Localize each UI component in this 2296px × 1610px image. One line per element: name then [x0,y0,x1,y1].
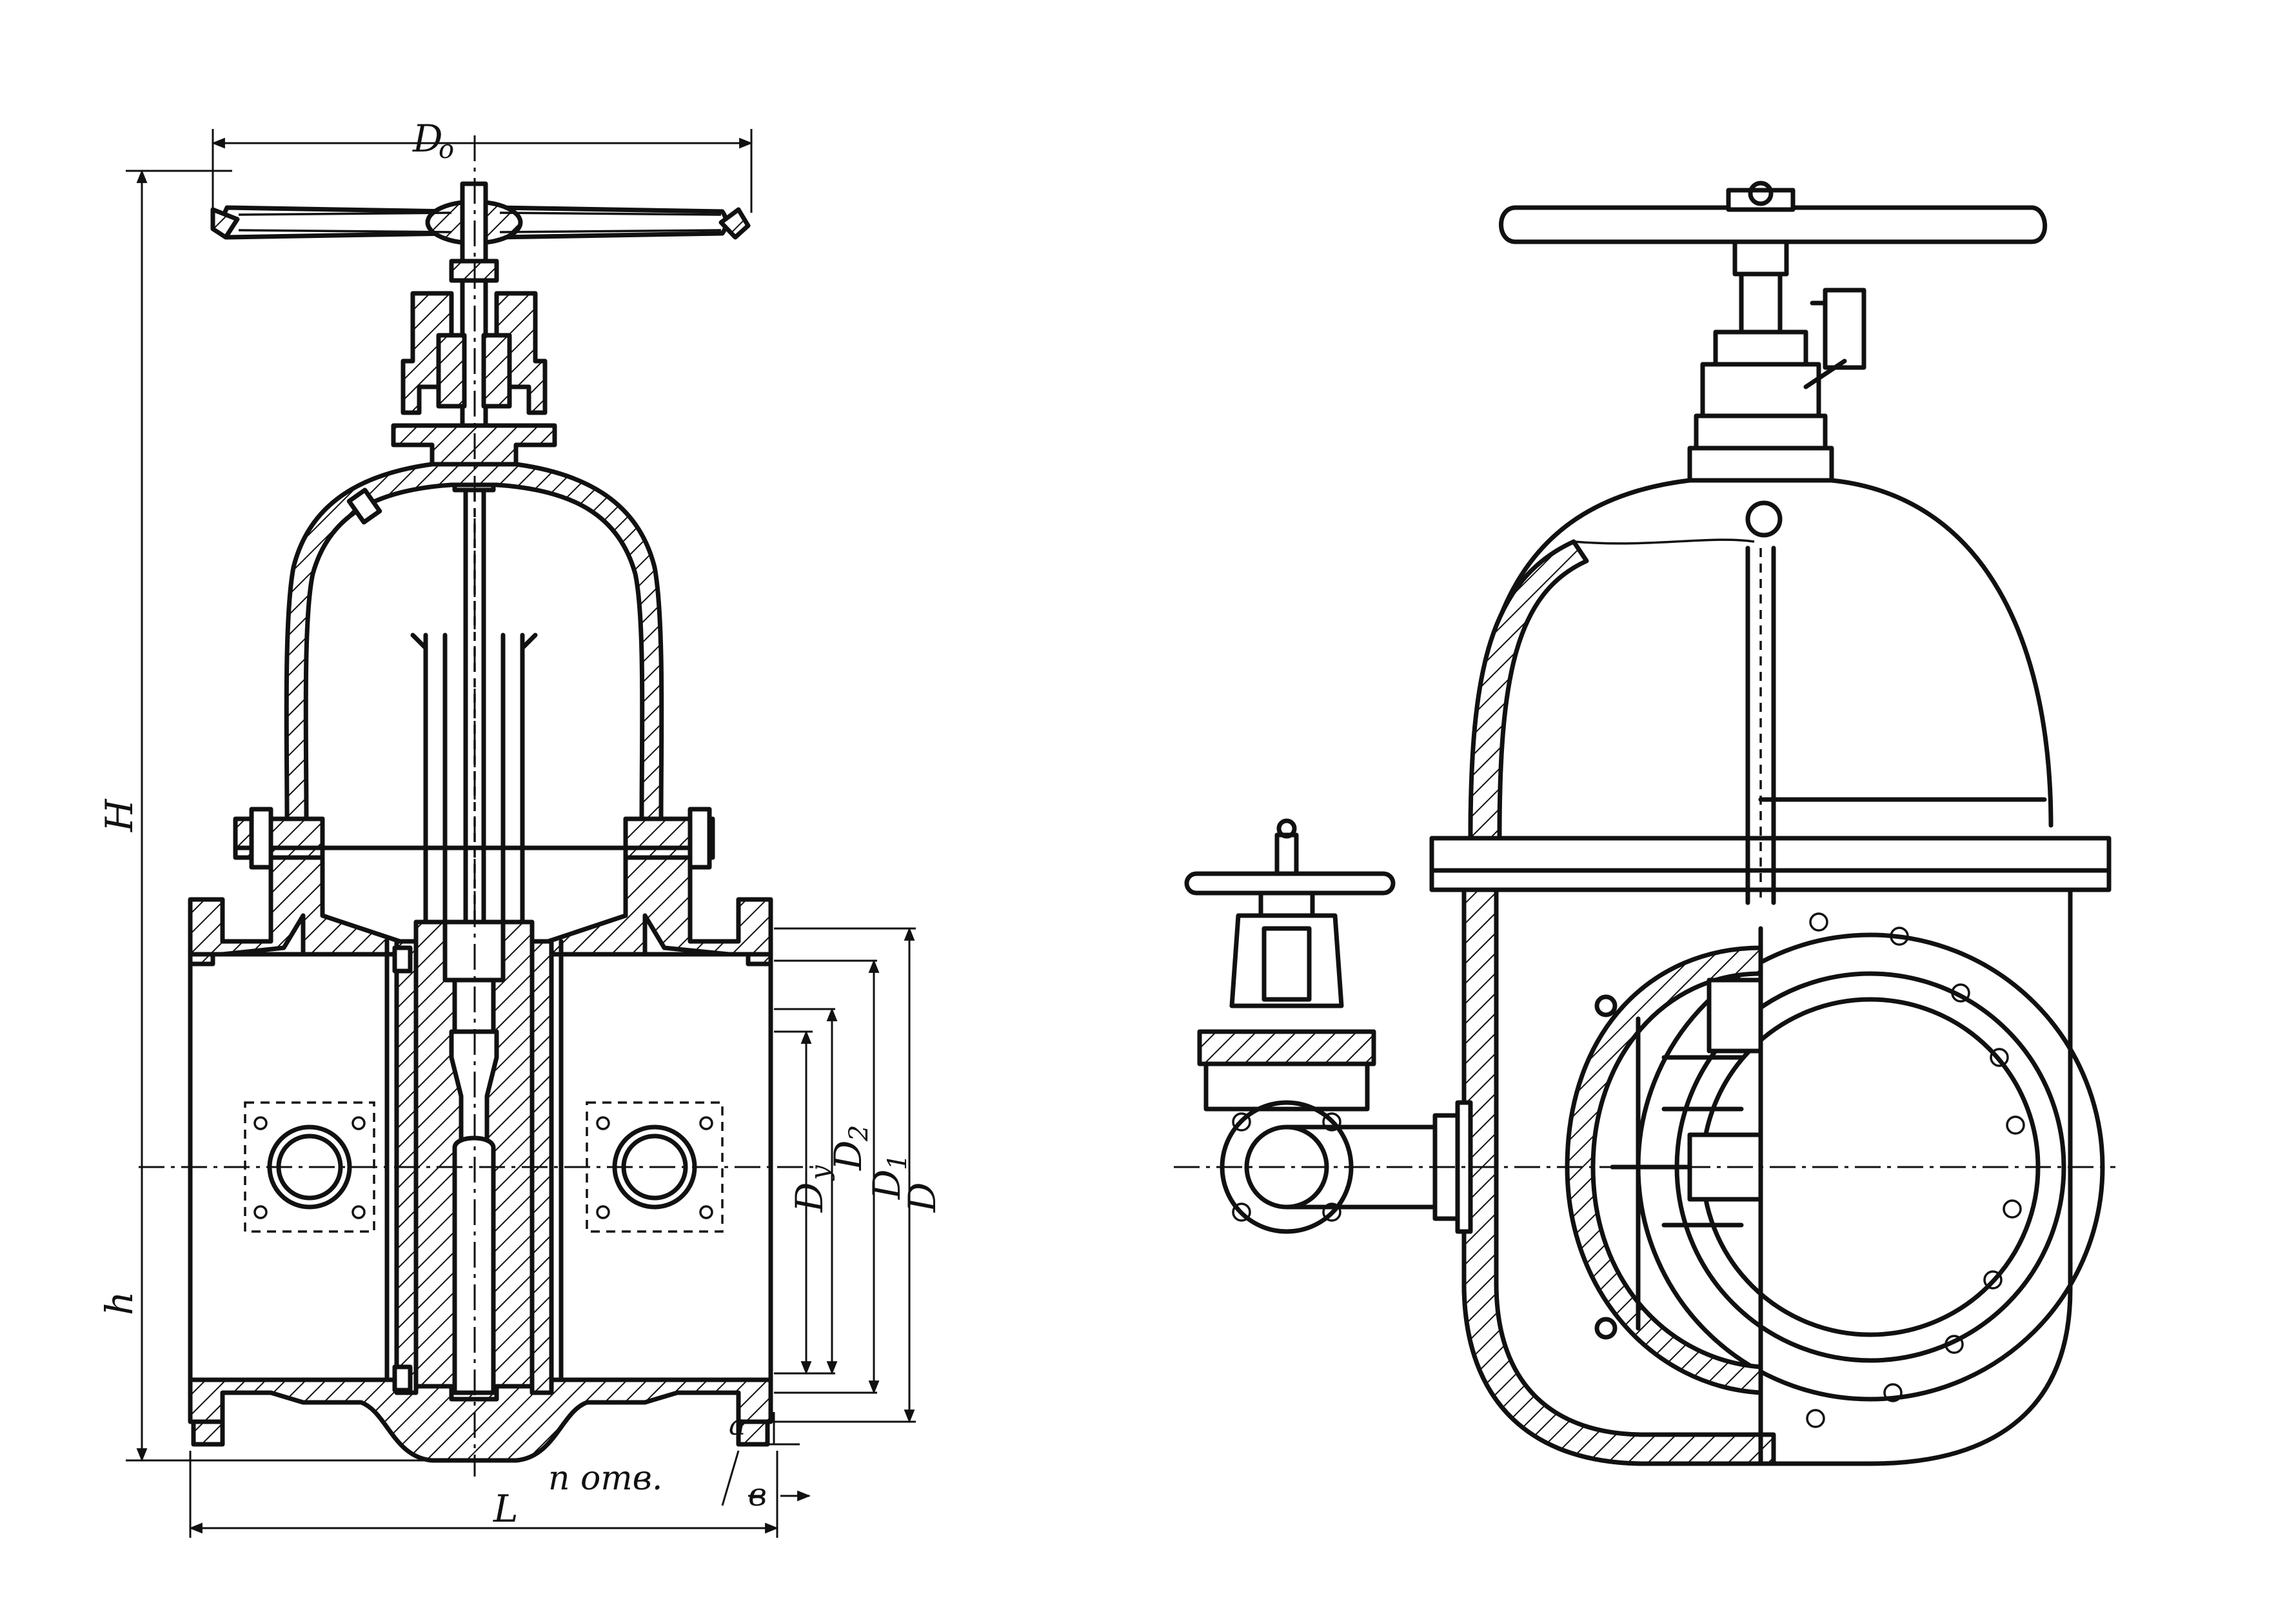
dimensions [126,129,916,1538]
label-l: L [493,1487,519,1531]
body-right [1429,478,2112,1466]
label-dy: D [787,1182,831,1213]
wedge-guides [410,633,538,925]
handwheel-right [1499,181,2048,244]
wedge-section [1565,926,1763,1466]
label-h-total: H [97,798,141,832]
label-b: в [748,1476,767,1513]
label-d1-sub: 1 [883,1154,913,1170]
label-d1: D [865,1169,909,1200]
label-holes: n отв. [548,1459,662,1498]
label-d0: D [412,117,443,161]
label-d0-sub: o [439,135,454,164]
exterior-view [1174,181,2115,1466]
label-h: h [97,1291,141,1315]
label-d2: D [826,1140,870,1171]
label-d: D [900,1182,944,1213]
gland-assembly [391,291,557,493]
bypass-valve [1184,818,1473,1234]
label-d2-sub: 2 [844,1125,874,1142]
actuator [1687,239,1866,538]
bonnet-left [233,462,715,870]
section-view: D o H h L D y D 2 D 1 D a в n отв. [97,117,944,1538]
label-dy-sub: y [806,1164,835,1181]
label-a: a [729,1409,746,1442]
